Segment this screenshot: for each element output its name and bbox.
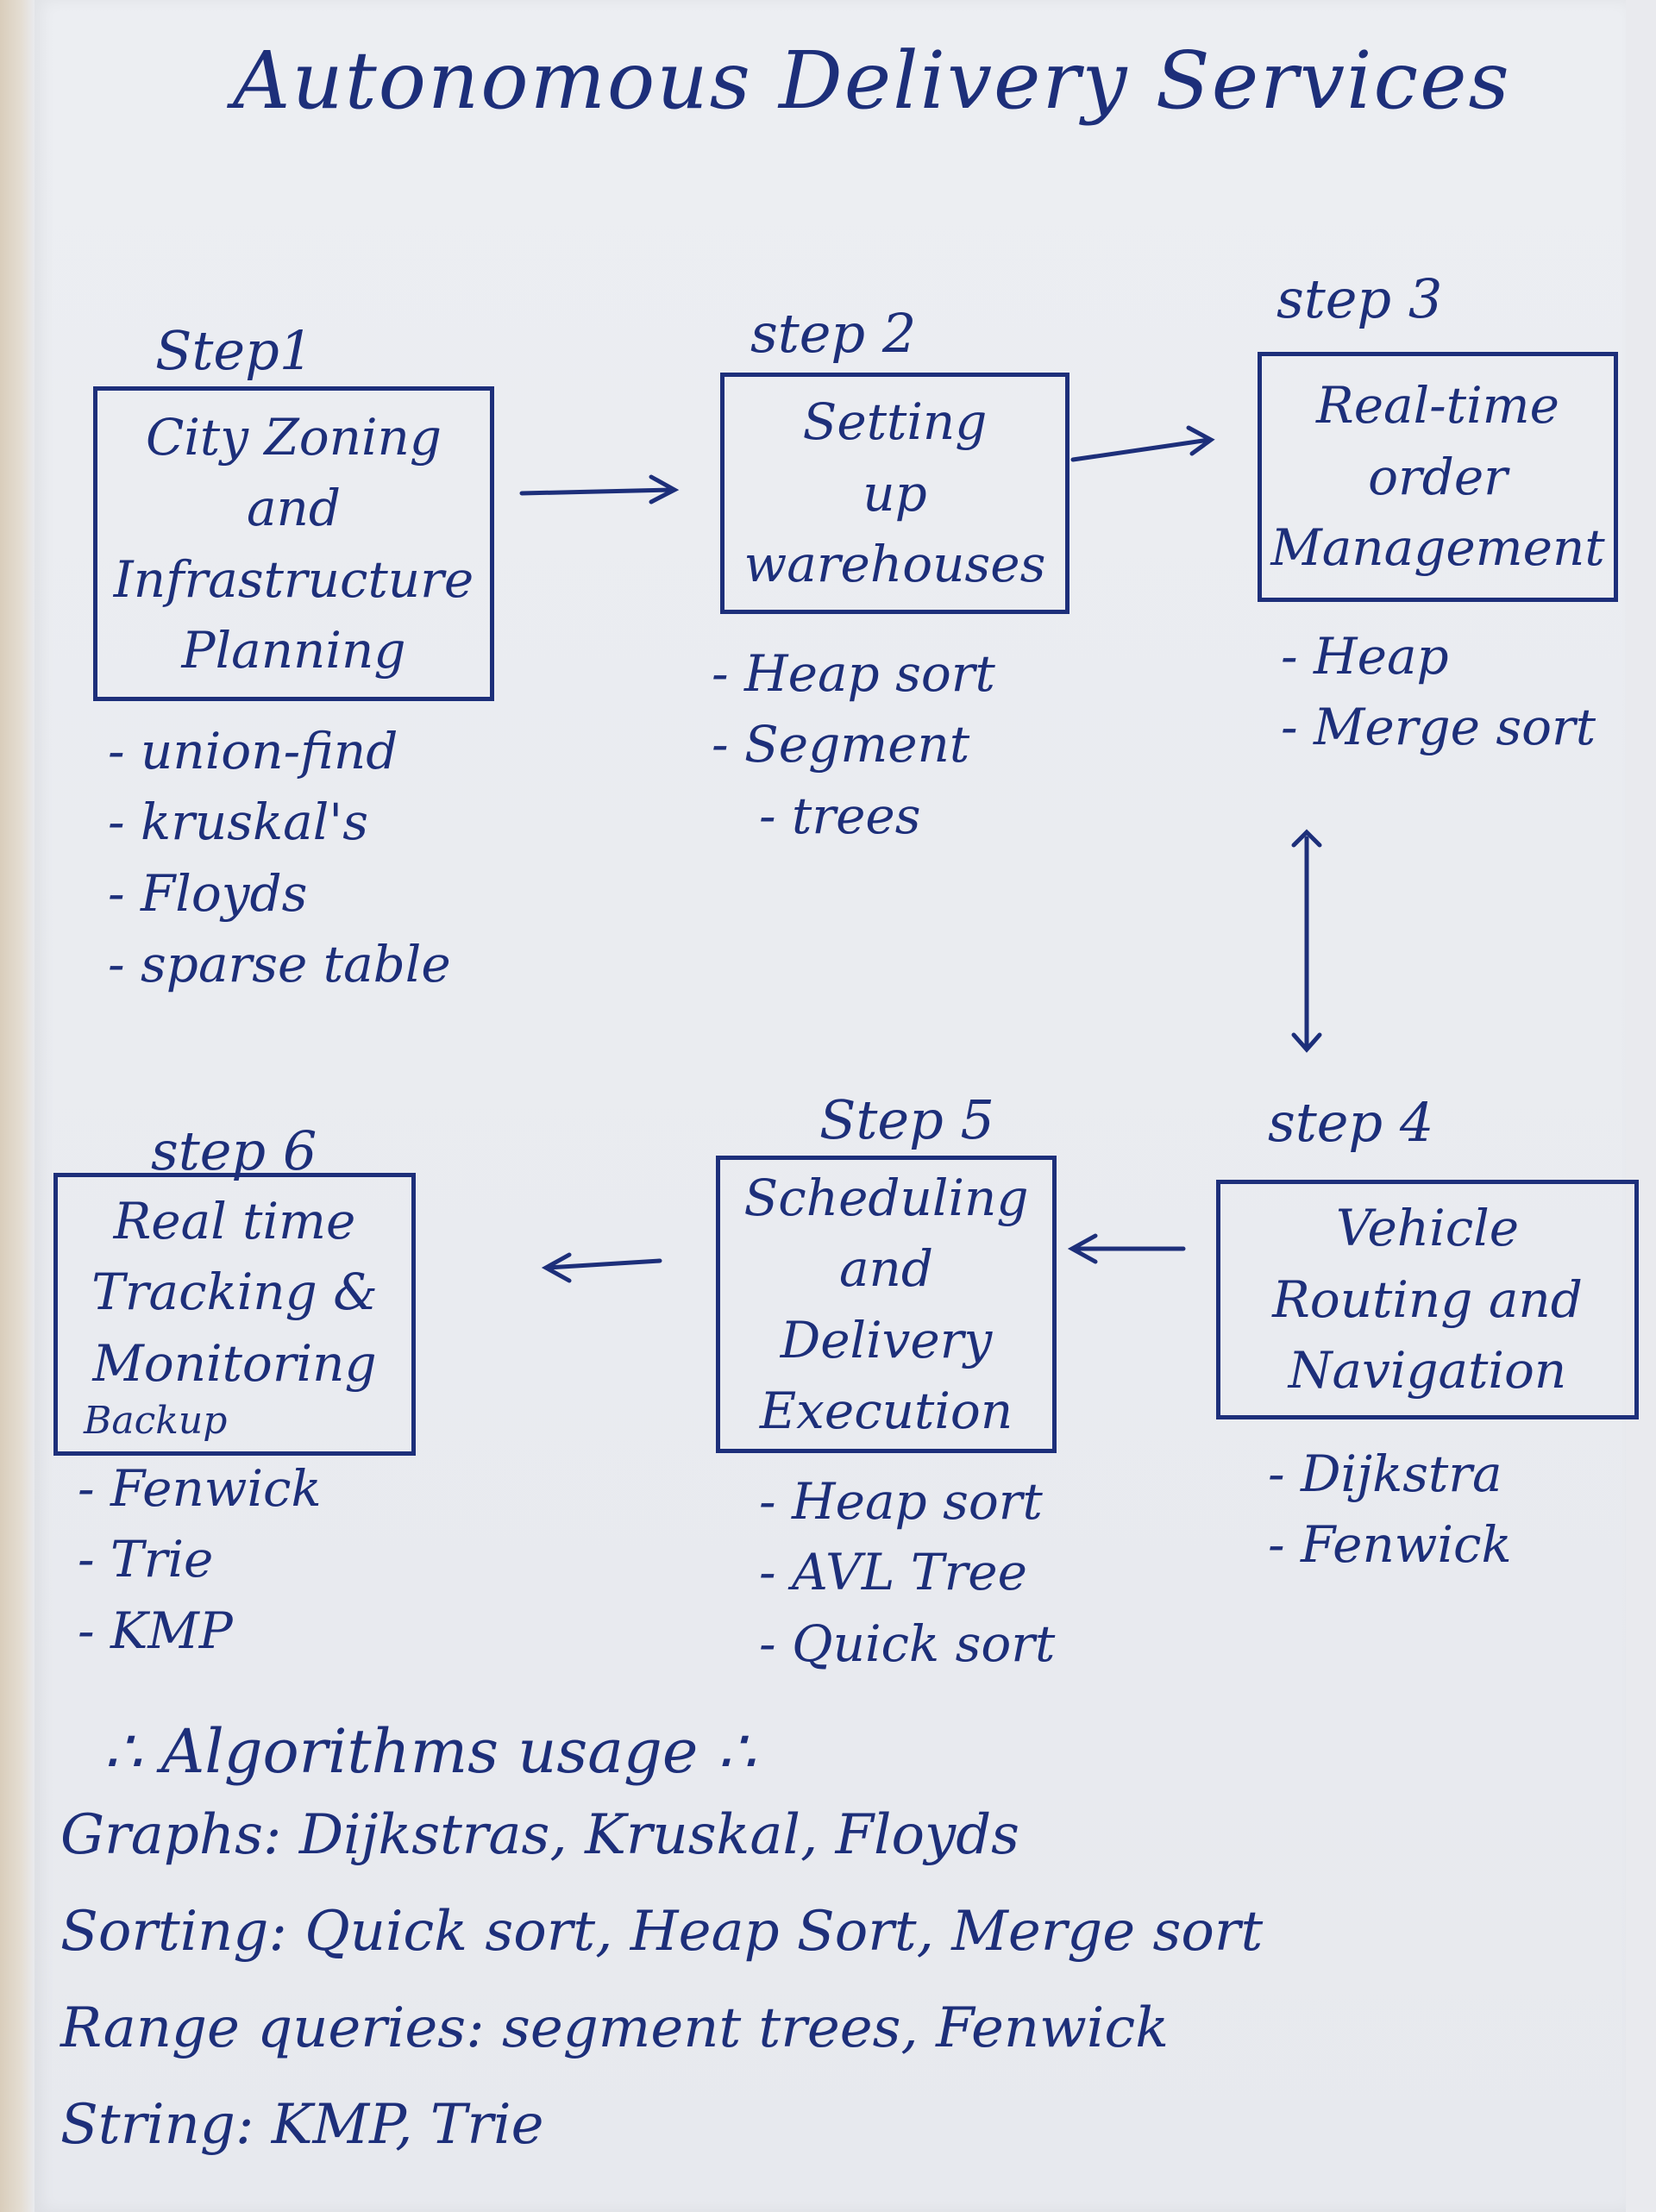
step2-box-line: Setting: [802, 392, 988, 452]
step6-box: Real time Tracking & Monitoring Backup: [53, 1173, 416, 1456]
step4-box-line: Routing and: [1272, 1269, 1583, 1329]
step6-algorithm: Trie: [78, 1524, 322, 1595]
notebook-page: [34, 0, 1626, 2212]
step5-box-line: Scheduling: [743, 1168, 1029, 1227]
step3-label: step 3: [1276, 267, 1443, 330]
step5-algorithms: Heap sort AVL Tree Quick sort: [759, 1466, 1055, 1679]
step4-box: Vehicle Routing and Navigation: [1216, 1180, 1639, 1419]
step6-label: step 6: [151, 1119, 317, 1182]
step1-box: City Zoning and Infrastructure Planning: [93, 386, 494, 701]
arrow-step2-to-step3: [1070, 425, 1215, 462]
step2-algorithm: Segment: [712, 709, 995, 780]
step5-algorithm: Quick sort: [759, 1608, 1055, 1679]
step4-algorithm: Dijkstra: [1268, 1438, 1512, 1509]
step3-algorithm: Heap: [1281, 621, 1596, 692]
step1-box-line: Planning: [181, 620, 406, 680]
step4-algorithms: Dijkstra Fenwick: [1268, 1438, 1512, 1581]
summary-row-string: String: KMP, Trie: [60, 2093, 544, 2157]
step5-label: Step 5: [819, 1088, 994, 1151]
step4-algorithm: Fenwick: [1268, 1509, 1512, 1580]
step3-box: Real-time order Management: [1258, 352, 1618, 602]
step3-box-line: Management: [1270, 518, 1605, 578]
summary-row-sorting: Sorting: Quick sort, Heap Sort, Merge so…: [60, 1900, 1264, 1964]
step5-algorithm: AVL Tree: [759, 1537, 1055, 1607]
step1-algorithm: kruskal's: [108, 786, 451, 857]
step2-box-line: up: [862, 463, 927, 523]
algorithms-summary: ∴ Algorithms usage ∴ Graphs: Dijkstras, …: [60, 1716, 1263, 2173]
step5-algorithm: Heap sort: [759, 1466, 1055, 1537]
step2-algorithms: Heap sort Segment trees: [712, 638, 995, 851]
step6-algorithm: Fenwick: [78, 1453, 322, 1524]
step1-algorithm: Floyds: [108, 858, 451, 929]
step1-box-line: City Zoning: [145, 407, 442, 467]
step1-algorithm: union-find: [108, 716, 451, 786]
step2-box: Setting up warehouses: [720, 373, 1070, 614]
summary-title: ∴ Algorithms usage ∴: [104, 1716, 756, 1787]
step1-algorithm: sparse table: [108, 929, 451, 999]
step1-label: Step1: [155, 319, 314, 382]
arrow-step4-to-step5: [1067, 1233, 1186, 1264]
arrow-step3-to-step4: [1291, 829, 1322, 1053]
step6-algorithms: Fenwick Trie KMP: [78, 1453, 322, 1666]
arrow-step5-to-step6: [541, 1252, 662, 1283]
step3-box-line: order: [1368, 447, 1508, 506]
step1-algorithms: union-find kruskal's Floyds sparse table: [108, 716, 451, 999]
step2-algorithm: trees: [759, 780, 995, 851]
step4-label: step 4: [1268, 1091, 1434, 1154]
step3-algorithm: Merge sort: [1281, 692, 1596, 762]
step6-box-line: Real time: [113, 1191, 356, 1250]
step6-box-line: Tracking &: [91, 1263, 378, 1322]
step5-box-line: Execution: [759, 1381, 1013, 1440]
step5-box-line: and: [838, 1239, 934, 1299]
step6-box-line: Monitoring: [92, 1333, 377, 1393]
step4-box-line: Vehicle: [1335, 1199, 1520, 1258]
step2-algorithm: Heap sort: [712, 638, 995, 709]
summary-row-graphs: Graphs: Dijkstras, Kruskal, Floyds: [60, 1803, 1019, 1867]
step6-box-note: Backup: [84, 1399, 228, 1444]
page-title: Autonomous Delivery Services: [233, 34, 1511, 127]
step5-box-line: Delivery: [780, 1310, 993, 1369]
step2-label: step 2: [750, 302, 917, 365]
arrow-step1-to-step2: [519, 474, 680, 504]
page-edge: [0, 0, 34, 2212]
step5-box: Scheduling and Delivery Execution: [716, 1156, 1057, 1453]
step3-algorithms: Heap Merge sort: [1281, 621, 1596, 763]
step6-algorithm: KMP: [78, 1595, 322, 1666]
step4-box-line: Navigation: [1288, 1341, 1567, 1401]
step1-box-line: and: [246, 479, 342, 538]
step3-box-line: Real-time: [1316, 376, 1559, 436]
summary-row-range-queries: Range queries: segment trees, Fenwick: [60, 1996, 1169, 2060]
step2-box-line: warehouses: [743, 535, 1046, 594]
step1-box-line: Infrastructure: [113, 549, 474, 609]
